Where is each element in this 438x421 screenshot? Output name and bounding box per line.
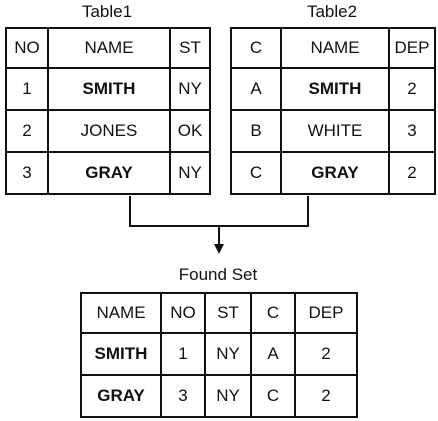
table1-cell: OK: [169, 109, 211, 153]
table-row: A SMITH 2: [230, 67, 436, 111]
found-set-table: NAME NO ST C DEP SMITH 1 NY A 2 GRAY 3 N…: [80, 292, 358, 418]
found-set-cell: 2: [294, 332, 358, 376]
arrow-down-icon: [214, 244, 224, 254]
found-set-cell: 3: [160, 374, 206, 418]
table-row: C GRAY 2: [230, 151, 436, 195]
table2-cell: 3: [388, 109, 436, 153]
table-row: 1 SMITH NY: [5, 67, 211, 111]
found-set-cell: A: [250, 332, 296, 376]
table1-cell: 3: [5, 151, 49, 195]
found-set-cell: GRAY: [80, 374, 162, 418]
join-line: [129, 196, 309, 227]
table2-header-dep: DEP: [388, 27, 436, 69]
table1-title: Table1: [81, 2, 133, 21]
table-row: SMITH 1 NY A 2: [80, 332, 358, 376]
table1-cell: GRAY: [47, 151, 171, 195]
table-row: 3 GRAY NY: [5, 151, 211, 195]
found-set-cell: 2: [294, 374, 358, 418]
table2-header-name: NAME: [280, 27, 390, 69]
table2-cell: WHITE: [280, 109, 390, 153]
table1-cell: NY: [169, 151, 211, 195]
table1-cell: SMITH: [47, 67, 171, 111]
table2-cell: GRAY: [280, 151, 390, 195]
table-row: B WHITE 3: [230, 109, 436, 153]
table2: C NAME DEP A SMITH 2 B WHITE 3 C GRAY 2: [230, 27, 436, 195]
found-set-header-name: NAME: [80, 292, 162, 334]
found-set-cell: C: [250, 374, 296, 418]
table2-cell: 2: [388, 67, 436, 111]
found-set-header-row: NAME NO ST C DEP: [80, 292, 358, 334]
found-set-header-c: C: [250, 292, 296, 334]
table2-header-row: C NAME DEP: [230, 27, 436, 69]
table1-cell: 2: [5, 109, 49, 153]
table-row: 2 JONES OK: [5, 109, 211, 153]
table1-cell: JONES: [47, 109, 171, 153]
table2-title: Table2: [306, 2, 358, 21]
table2-cell: C: [230, 151, 282, 195]
table1-header-no: NO: [5, 27, 49, 69]
table2-header-c: C: [230, 27, 282, 69]
found-set-title: Found Set: [178, 265, 258, 284]
table1-cell: 1: [5, 67, 49, 111]
found-set-header-no: NO: [160, 292, 206, 334]
table1-header-st: ST: [169, 27, 211, 69]
table2-cell: A: [230, 67, 282, 111]
table1-cell: NY: [169, 67, 211, 111]
found-set-cell: 1: [160, 332, 206, 376]
table1-header-row: NO NAME ST: [5, 27, 211, 69]
table2-cell: 2: [388, 151, 436, 195]
table2-cell: SMITH: [280, 67, 390, 111]
found-set-cell: SMITH: [80, 332, 162, 376]
table1-header-name: NAME: [47, 27, 171, 69]
found-set-cell: NY: [204, 332, 252, 376]
table1: NO NAME ST 1 SMITH NY 2 JONES OK 3 GRAY …: [5, 27, 211, 195]
found-set-cell: NY: [204, 374, 252, 418]
found-set-header-dep: DEP: [294, 292, 358, 334]
table2-cell: B: [230, 109, 282, 153]
table-row: GRAY 3 NY C 2: [80, 374, 358, 418]
found-set-header-st: ST: [204, 292, 252, 334]
